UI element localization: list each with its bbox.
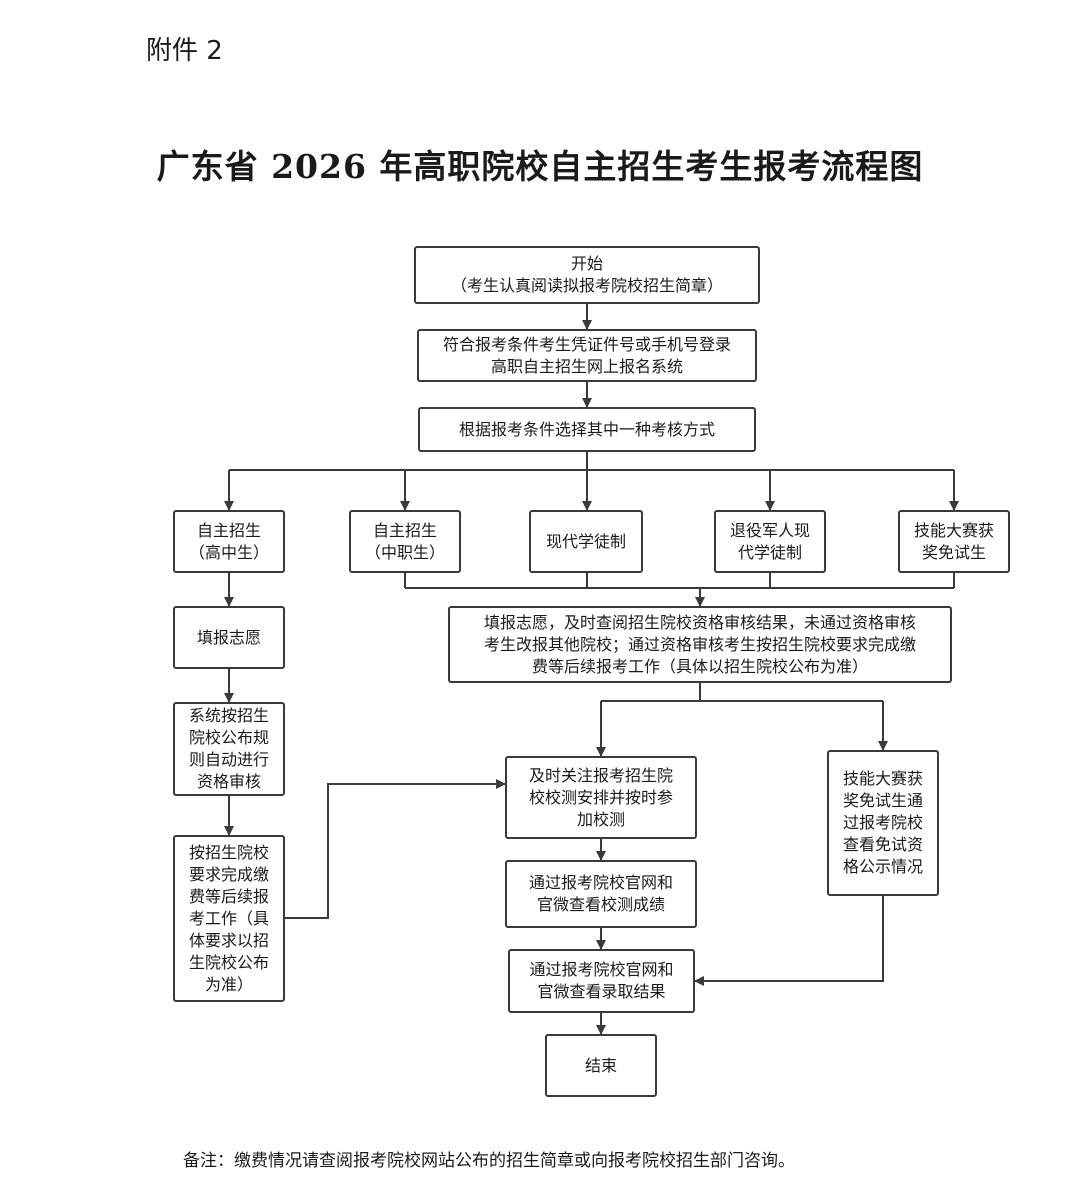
node-line: 填报志愿，及时查阅招生院校资格审核结果，未通过资格审核 [483,612,916,632]
node-line: 奖免试生 [921,542,986,562]
node-attend-test: 及时关注报考招生院校校测安排并按时参加校测 [505,756,697,839]
node-line: 校校测安排并按时参 [528,787,673,807]
node-start: 开始 （考生认真阅读拟报考院校招生简章） [414,246,760,304]
node-line: 系统按招生 [188,706,269,725]
node-line: 技能大赛获 [913,520,994,540]
node-line: 要求完成缴 [188,864,269,884]
node-line: 官微查看校测成绩 [536,895,665,914]
node-admission: 通过报考院校官网和官微查看录取结果 [508,949,695,1013]
node-line: 官微查看录取结果 [537,982,666,1001]
node-line: 格公示情况 [842,857,923,876]
node-line: 结束 [584,1055,617,1075]
node-line: 通过报考院校官网和 [528,873,673,892]
node-pay-left: 按招生院校要求完成缴费等后续报考工作（具体要求以招生院校公布为准） [173,835,285,1002]
node-end: 结束 [545,1034,657,1097]
node-choose: 根据报考条件选择其中一种考核方式 [418,407,756,452]
attachment-label: 附件 2 [146,36,223,66]
node-line: 则自动进行 [188,750,269,769]
node-line: 为准） [204,974,253,994]
node-line: 代学徒制 [737,542,802,562]
node-line: 通过报考院校官网和 [529,960,674,979]
node-test-result: 通过报考院校官网和官微查看校测成绩 [505,860,697,928]
node-line: 自主招生 [196,520,261,540]
footer-note: 备注：缴费情况请查阅报考院校网站公布的招生简章或向报考院校招生部门咨询。 [183,1151,795,1171]
node-line: 根据报考条件选择其中一种考核方式 [458,419,715,439]
node-line: 开始 [570,254,603,273]
node-line: （中职生） [364,542,445,562]
node-line: （高中生） [188,542,269,562]
node-line: 奖免试生通 [842,791,923,810]
node-line: 费等后续报考工作（具体以招生院校公布为准） [531,656,868,676]
node-line: 体要求以招 [188,930,269,950]
node-exempt: 技能大赛获奖免试生通过报考院校查看免试资格公示情况 [827,750,939,896]
node-line: 高职自主招生网上报名系统 [490,356,683,376]
node-apprentice: 现代学徒制 [529,510,643,573]
node-line: 考生改报其他院校；通过资格审核考生按招生院校要求完成缴 [483,634,916,654]
node-line: 资格审核 [196,772,261,791]
node-line: （考生认真阅读拟报考院校招生简章） [450,276,723,295]
node-line: 现代学徒制 [545,531,626,551]
node-skills: 技能大赛获奖免试生 [898,510,1010,573]
node-high-school: 自主招生（高中生） [173,510,285,573]
node-line: 生院校公布 [188,952,269,972]
node-fill-left: 填报志愿 [173,606,285,669]
node-line: 按招生院校 [188,842,269,862]
node-line: 考工作（具 [188,908,269,928]
node-line: 加校测 [576,809,625,829]
node-line: 查看免试资 [842,835,923,854]
node-line: 技能大赛获 [842,769,923,788]
node-vocational: 自主招生（中职生） [349,510,461,573]
node-line: 过报考院校 [842,813,923,832]
arrow-pay-attend [285,779,506,919]
node-veteran: 退役军人现代学徒制 [714,510,826,573]
node-auto-review: 系统按招生院校公布规则自动进行资格审核 [173,702,285,796]
page-title: 广东省 2026 年高职院校自主招生考生报考流程图 [156,147,924,186]
node-line: 及时关注报考招生院 [528,765,673,785]
node-login: 符合报考条件考生凭证件号或手机号登录高职自主招生网上报名系统 [417,329,757,382]
node-line: 自主招生 [372,520,437,540]
arrow-exempt-admission [694,896,884,986]
node-line: 填报志愿 [196,627,261,647]
node-line: 退役军人现 [729,520,810,540]
node-line: 符合报考条件考生凭证件号或手机号登录 [442,334,731,354]
node-fill-right: 填报志愿，及时查阅招生院校资格审核结果，未通过资格审核考生改报其他院校；通过资格… [448,606,952,683]
node-line: 院校公布规 [188,728,269,747]
node-line: 费等后续报 [188,886,269,906]
